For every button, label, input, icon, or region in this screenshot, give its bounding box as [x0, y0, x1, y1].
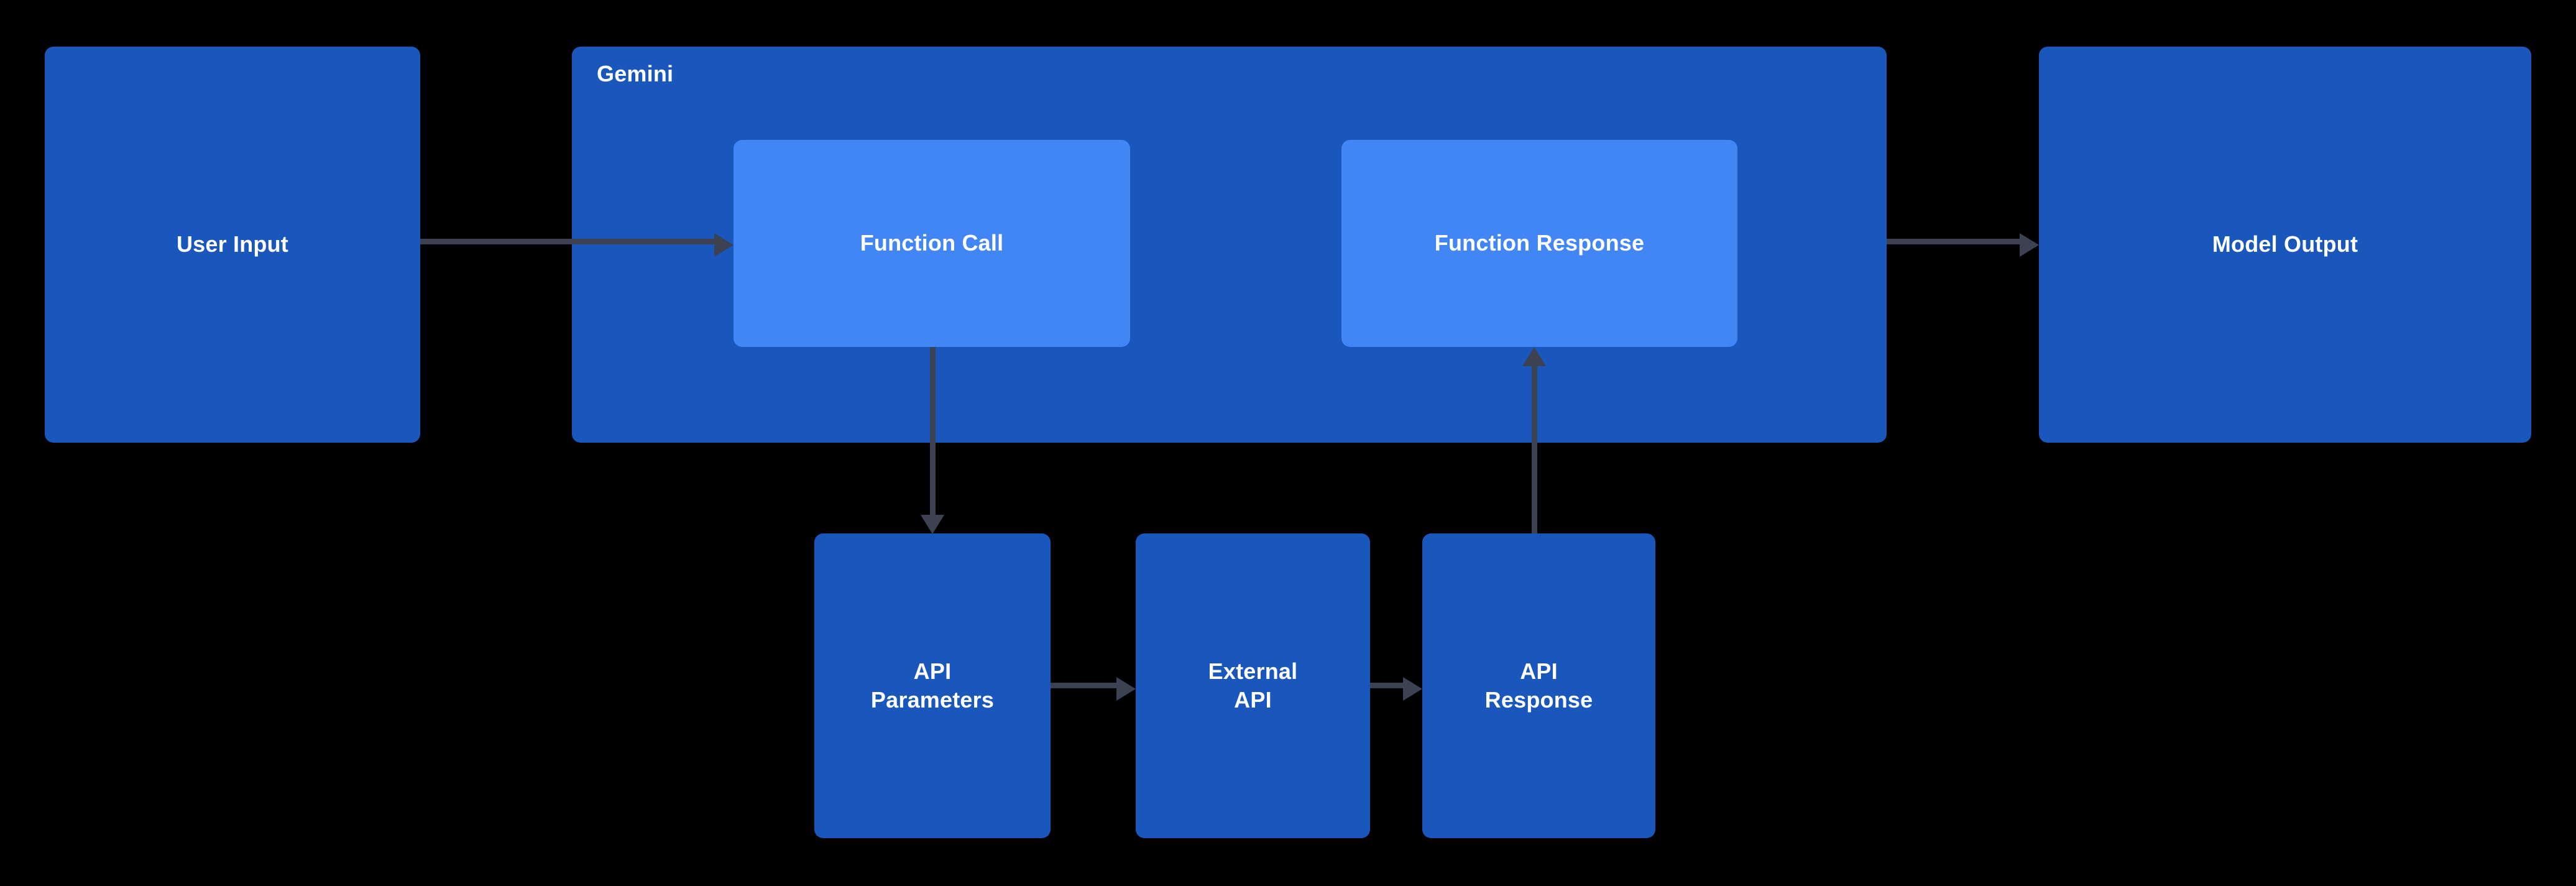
node-function-response[interactable]: Function Response	[1341, 140, 1737, 347]
arrow-up-icon	[1522, 347, 1546, 366]
edge-function-response-to-model-output-line	[1887, 239, 2021, 244]
edge-api-parameters-to-external-api-line	[1051, 683, 1117, 688]
arrow-down-icon	[921, 515, 944, 534]
node-api-response[interactable]: API Response	[1422, 533, 1655, 838]
edge-function-call-to-api-parameters-line	[930, 347, 936, 516]
group-gemini-label: Gemini	[597, 61, 674, 86]
node-external-api[interactable]: External API	[1136, 533, 1370, 838]
edge-user-input-to-function-call-line	[420, 239, 715, 244]
node-model-output[interactable]: Model Output	[2039, 47, 2531, 443]
arrow-right-icon	[1403, 677, 1422, 701]
arrow-right-icon	[714, 233, 734, 257]
edge-external-api-to-api-response-line	[1370, 683, 1404, 688]
node-user-input[interactable]: User Input	[45, 47, 420, 443]
arrow-right-icon	[2020, 233, 2039, 257]
arrow-right-icon	[1116, 677, 1136, 701]
edge-api-response-to-function-response-line	[1532, 366, 1537, 533]
node-api-parameters[interactable]: API Parameters	[814, 533, 1051, 838]
node-function-call[interactable]: Function Call	[734, 140, 1130, 347]
